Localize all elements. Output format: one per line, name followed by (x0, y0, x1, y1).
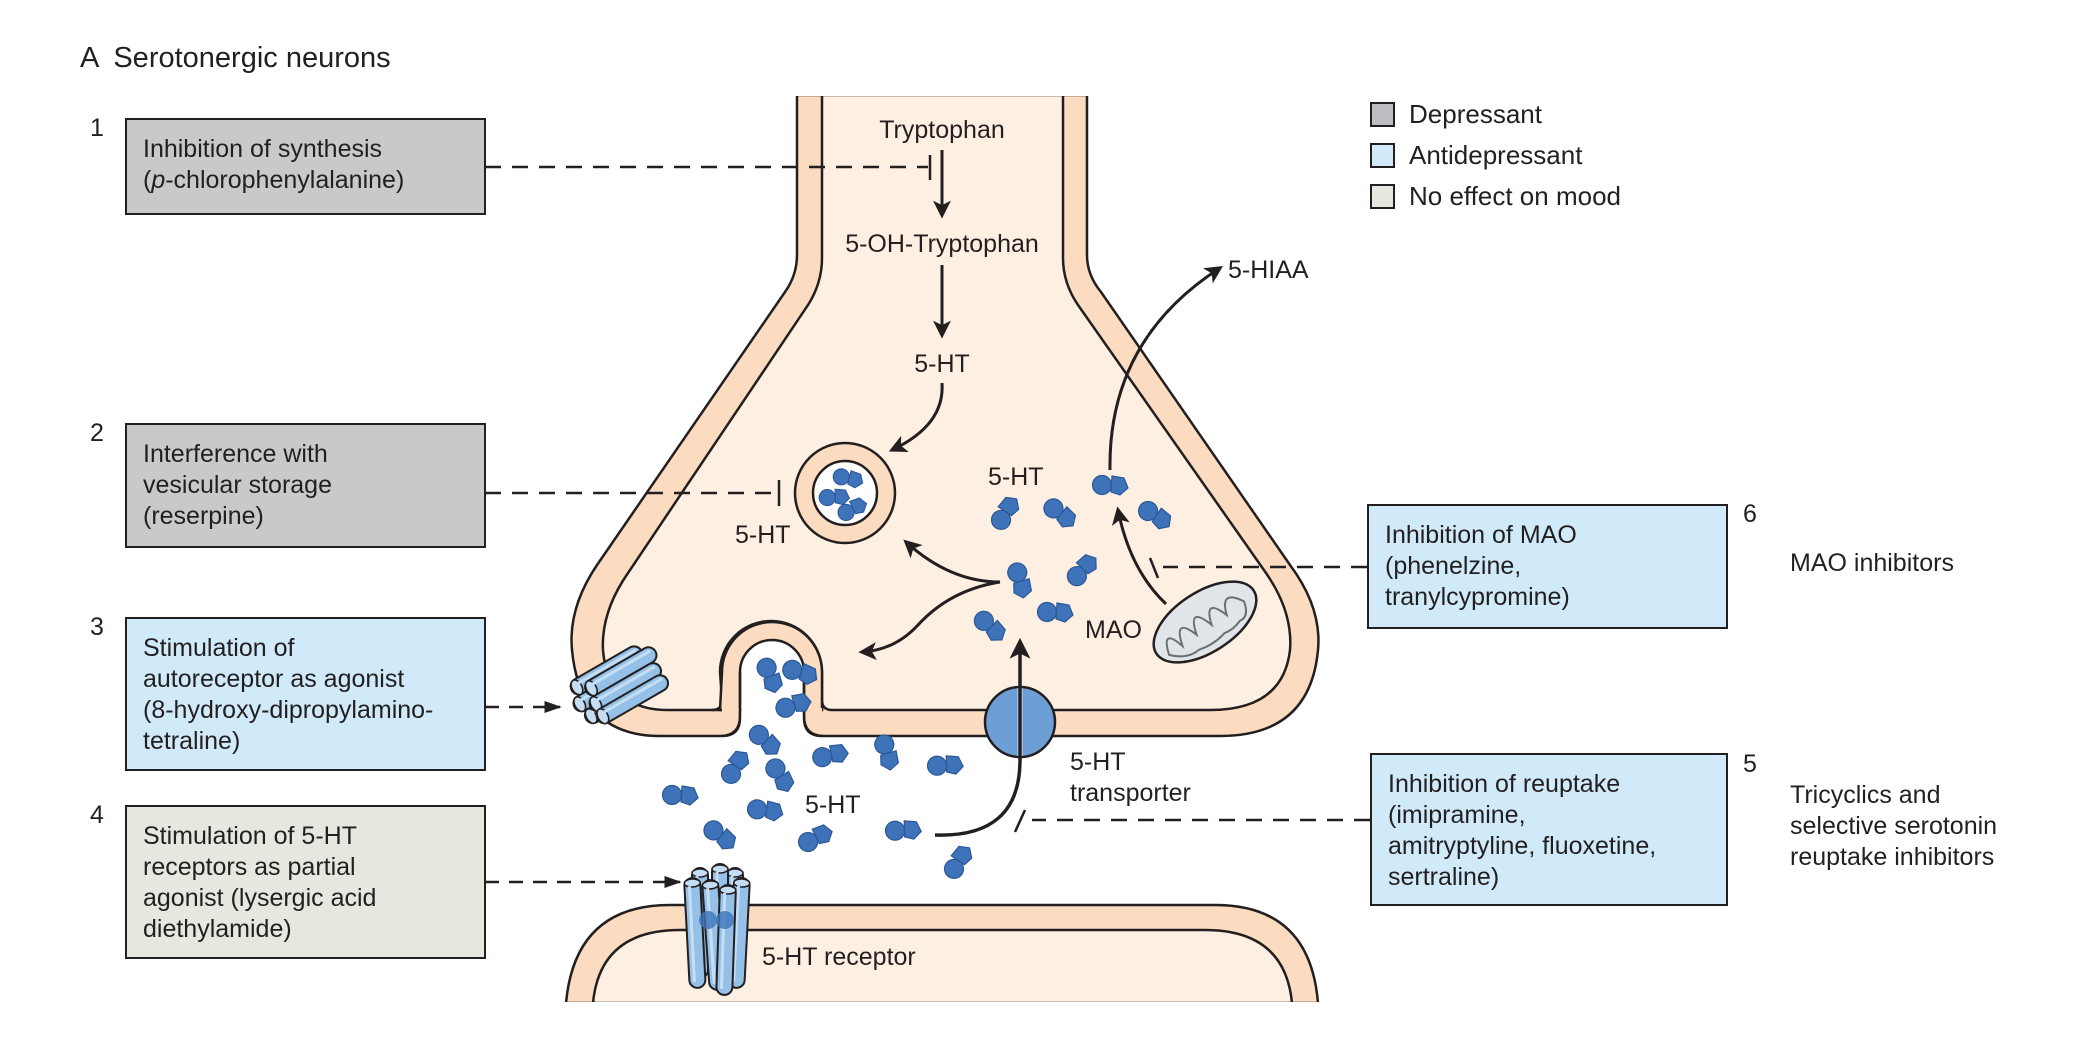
legend-swatch-no-effect (1370, 184, 1395, 209)
synaptic-vesicle (793, 441, 897, 545)
box-number-4: 4 (90, 801, 104, 829)
arrow-5ht-to-vesicle (888, 382, 944, 452)
box-number-3: 3 (90, 613, 104, 641)
box-line: Stimulation of (143, 634, 295, 662)
postsynaptic-cytoplasm (591, 928, 1294, 1005)
drug-box-inhibition-of-synthesis: Inhibition of synthesis (p-chlorophenyla… (125, 118, 486, 215)
box-line: Stimulation of 5-HT (143, 822, 357, 850)
drug-box-partial-agonist: Stimulation of 5-HT receptors as partial… (125, 805, 486, 959)
side-label-reuptake-inhibitors: Tricyclics and selective serotonin reupt… (1790, 780, 1997, 873)
box-line: (8-hydroxy-dipropylamino- (143, 696, 434, 724)
box-line: Inhibition of synthesis (143, 135, 383, 163)
box-number-5: 5 (1743, 750, 1757, 778)
box-line: vesicular storage (143, 471, 332, 499)
box-line: receptors as partial (143, 853, 356, 881)
side-label-mao-inhibitors: MAO inhibitors (1790, 548, 1954, 579)
box-line: autoreceptor as agonist (143, 665, 405, 693)
box-line: (reserpine) (143, 502, 264, 530)
arrow-reuptake (934, 637, 1031, 837)
label-mao: MAO (1085, 616, 1142, 644)
side-label-line: selective serotonin (1790, 812, 1998, 840)
label-transporter-1: 5-HT (1070, 748, 1126, 776)
italic-prefix: p (151, 166, 166, 194)
legend-swatch-depressant (1370, 102, 1395, 127)
box-number-1: 1 (90, 114, 104, 142)
arrow-to-vesicle-storage (903, 539, 1001, 584)
box-line: Inhibition of reuptake (1388, 770, 1621, 798)
box-line: diethylamide) (143, 915, 292, 943)
arrow-mao-degradation (1112, 506, 1168, 606)
legend-item-antidepressant: Antidepressant (1370, 135, 1621, 176)
label-tryptophan: Tryptophan (879, 116, 1005, 144)
box-line-with-italic: (p-chlorophenylalanine) (143, 166, 405, 194)
box-line: sertraline) (1388, 863, 1500, 891)
box-line: tranylcypromine) (1385, 583, 1570, 611)
box-line: tetraline) (143, 727, 241, 755)
label-5hiaa: 5-HIAA (1228, 256, 1309, 284)
box-number-6: 6 (1743, 500, 1757, 528)
drug-box-vesicular-storage: Interference with vesicular storage (res… (125, 423, 486, 548)
legend-item-depressant: Depressant (1370, 94, 1621, 135)
box-line: agonist (lysergic acid (143, 884, 377, 912)
drug-box-mao-inhibition: Inhibition of MAO (phenelzine, tranylcyp… (1367, 504, 1728, 629)
box-line: Inhibition of MAO (1385, 521, 1577, 549)
legend: Depressant Antidepressant No effect on m… (1370, 94, 1621, 217)
label-5ht-free: 5-HT (988, 463, 1044, 491)
legend-label: No effect on mood (1409, 181, 1621, 211)
arrow-to-release (858, 580, 1001, 661)
drug-target-lines (485, 155, 1370, 889)
label-5ht-vesicle: 5-HT (735, 521, 791, 549)
side-label-line: reuptake inhibitors (1790, 843, 1995, 871)
box-line: (imipramine, (1388, 801, 1526, 829)
arrow-to-5hiaa (1108, 266, 1224, 471)
label-5oh-tryptophan: 5-OH-Tryptophan (845, 230, 1039, 258)
side-label-line: Tricyclics and (1790, 781, 1941, 809)
label-transporter-2: transporter (1070, 779, 1191, 807)
box-line: (phenelzine, (1385, 552, 1522, 580)
box-number-2: 2 (90, 419, 104, 447)
legend-label: Antidepressant (1409, 140, 1583, 170)
mitochondrion (1152, 580, 1258, 664)
legend-item-no-effect: No effect on mood (1370, 176, 1621, 217)
box-line: amitryptyline, fluoxetine, (1388, 832, 1657, 860)
exocytosis-membrane (718, 620, 824, 712)
panel-title-text: Serotonergic neurons (113, 42, 391, 74)
legend-swatch-antidepressant (1370, 143, 1395, 168)
box-line: Interference with (143, 440, 328, 468)
postsynaptic-receptor (682, 862, 752, 997)
label-5ht-receptor: 5-HT receptor (762, 943, 916, 971)
label-5ht-cleft: 5-HT (805, 791, 861, 819)
figure-title: A Serotonergic neurons (80, 42, 391, 75)
drug-box-reuptake-inhibition: Inhibition of reuptake (imipramine, amit… (1370, 753, 1728, 906)
label-5ht-synthesized: 5-HT (914, 350, 970, 378)
side-label-line: MAO inhibitors (1790, 549, 1954, 577)
panel-letter: A (80, 42, 100, 74)
legend-label: Depressant (1409, 99, 1542, 129)
drug-box-autoreceptor-agonist: Stimulation of autoreceptor as agonist (… (125, 617, 486, 771)
